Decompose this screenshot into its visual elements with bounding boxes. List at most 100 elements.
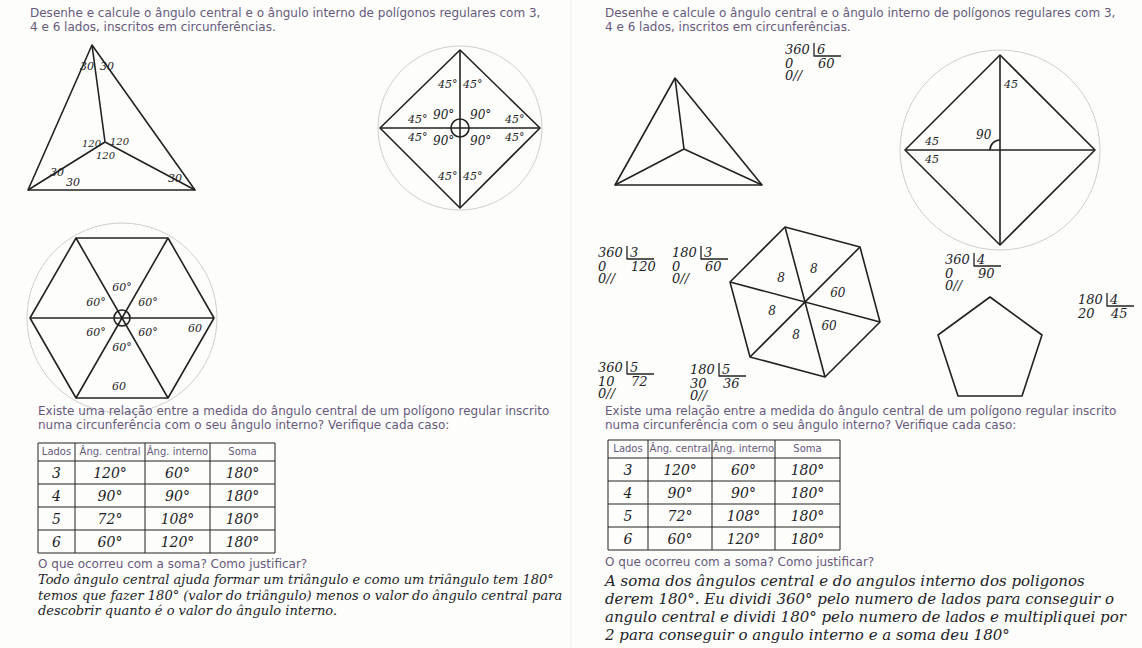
division-digit: 180: [672, 245, 697, 261]
table-cell: 120°: [663, 461, 697, 478]
question-text: Existe uma relação entre a medida do âng…: [605, 404, 1125, 433]
table-cell: 180°: [791, 530, 825, 547]
division-digit: 3: [704, 245, 712, 261]
table-cell: 5: [624, 507, 633, 524]
division-digit: 0//: [672, 271, 689, 287]
angle-label: 120: [110, 136, 129, 148]
instruction-text: Desenhe e calcule o ângulo central e o â…: [30, 6, 550, 35]
table-header: Soma: [793, 443, 821, 455]
circumference: [900, 50, 1100, 250]
table-cell: 60°: [165, 464, 190, 481]
division-digit: 0//: [598, 271, 615, 287]
angle-label: 45: [925, 135, 939, 148]
angle-label: 60°: [138, 326, 158, 339]
angle-label: 45°: [463, 170, 483, 183]
angle-label: 90°: [470, 134, 491, 148]
table-grid: [38, 443, 275, 553]
diagonals: [30, 238, 214, 398]
table-cell: 60°: [731, 461, 756, 478]
angle-label: 60: [188, 322, 202, 335]
table-cell: 90°: [668, 484, 693, 501]
hexagon: [30, 238, 214, 398]
angle-label: 90: [976, 128, 991, 142]
table-header: Lados: [613, 443, 642, 455]
table-grid: [38, 443, 275, 553]
table-header: Âng. interno: [147, 446, 208, 458]
angle-label: 45°: [505, 131, 525, 144]
table-cell: 60°: [668, 530, 693, 547]
table-header: Lados: [42, 446, 71, 458]
angle-label: 120: [82, 138, 101, 150]
division-digit: 6: [817, 42, 825, 58]
angle-arc: [990, 140, 1000, 150]
division-digit: 4: [1110, 292, 1118, 308]
hexagon: [730, 227, 880, 377]
angle-label: 45°: [505, 113, 525, 126]
pentagon: [938, 297, 1042, 396]
center-lines: [615, 78, 762, 185]
division-digit: 3: [630, 245, 638, 261]
division-digit: 0//: [785, 68, 802, 84]
division-digit: 20: [1078, 306, 1095, 322]
division-digit: 120: [631, 259, 656, 275]
table-cell: 90°: [165, 487, 190, 504]
table-cell: 90°: [731, 484, 756, 501]
diagonals: [730, 227, 880, 377]
angle-label: 45°: [438, 78, 458, 91]
angle-label: 45°: [408, 113, 428, 126]
division-digit: 360: [598, 360, 623, 376]
angle-label: 60: [112, 380, 126, 393]
division-digit: 180: [1078, 292, 1103, 308]
table-cell: 3: [52, 464, 61, 481]
table-grid: [608, 440, 840, 550]
triangle: [28, 45, 195, 190]
table-cell: 180°: [791, 507, 825, 524]
angle-label: 30: [168, 172, 182, 185]
angle-label: 30: [80, 60, 94, 73]
triangle: [615, 78, 762, 185]
angle-label: 90°: [433, 134, 454, 148]
angle-label: 45°: [408, 131, 428, 144]
table-cell: 4: [624, 484, 633, 501]
table-cell: 108°: [161, 510, 195, 527]
division-bracket: [627, 43, 1134, 376]
angle-label: 60: [821, 319, 836, 333]
table-cell: 180°: [791, 484, 825, 501]
table-cell: 90°: [98, 487, 123, 504]
table-cell: 120°: [727, 530, 761, 547]
angle-label: 8: [810, 262, 818, 276]
division-digit: 180: [690, 362, 715, 378]
table-header: Âng. interno: [713, 443, 774, 455]
angle-label: 30: [50, 166, 64, 179]
division-digit: 36: [723, 376, 740, 392]
angle-label: 30: [66, 176, 80, 189]
answer-text: Todo ângulo central ajuda formar um triâ…: [38, 572, 566, 619]
angle-label: 45°: [463, 78, 483, 91]
table-cell: 180°: [226, 510, 260, 527]
angle-label: 8: [777, 271, 785, 285]
table-cell: 60°: [98, 533, 123, 550]
panel-divider: [571, 0, 572, 648]
square: [905, 55, 1095, 245]
table-cell: 180°: [226, 464, 260, 481]
table-grid: [608, 440, 840, 550]
answer-text: A soma dos ângulos central e do angulos …: [605, 572, 1130, 644]
diagonals: [905, 55, 1095, 245]
instruction-text: Desenhe e calcule o ângulo central e o â…: [605, 6, 1125, 35]
table-cell: 180°: [226, 533, 260, 550]
angle-label: 30: [100, 60, 114, 73]
angle-label: 120: [96, 150, 115, 162]
angle-label: 8: [768, 304, 776, 318]
table-cell: 180°: [791, 461, 825, 478]
division-digit: 5: [630, 360, 638, 376]
angle-label: 45: [1004, 78, 1018, 91]
table-cell: 6: [52, 533, 61, 550]
angle-label: 60°: [112, 281, 132, 294]
division-digit: 72: [631, 374, 648, 390]
angle-label: 90°: [433, 108, 454, 122]
table-header: Soma: [228, 446, 256, 458]
division-digit: 90: [978, 266, 995, 282]
question-text: O que ocorreu com a soma? Como justifica…: [38, 557, 307, 571]
division-digit: 60: [818, 56, 835, 72]
division-digit: 60: [705, 259, 722, 275]
